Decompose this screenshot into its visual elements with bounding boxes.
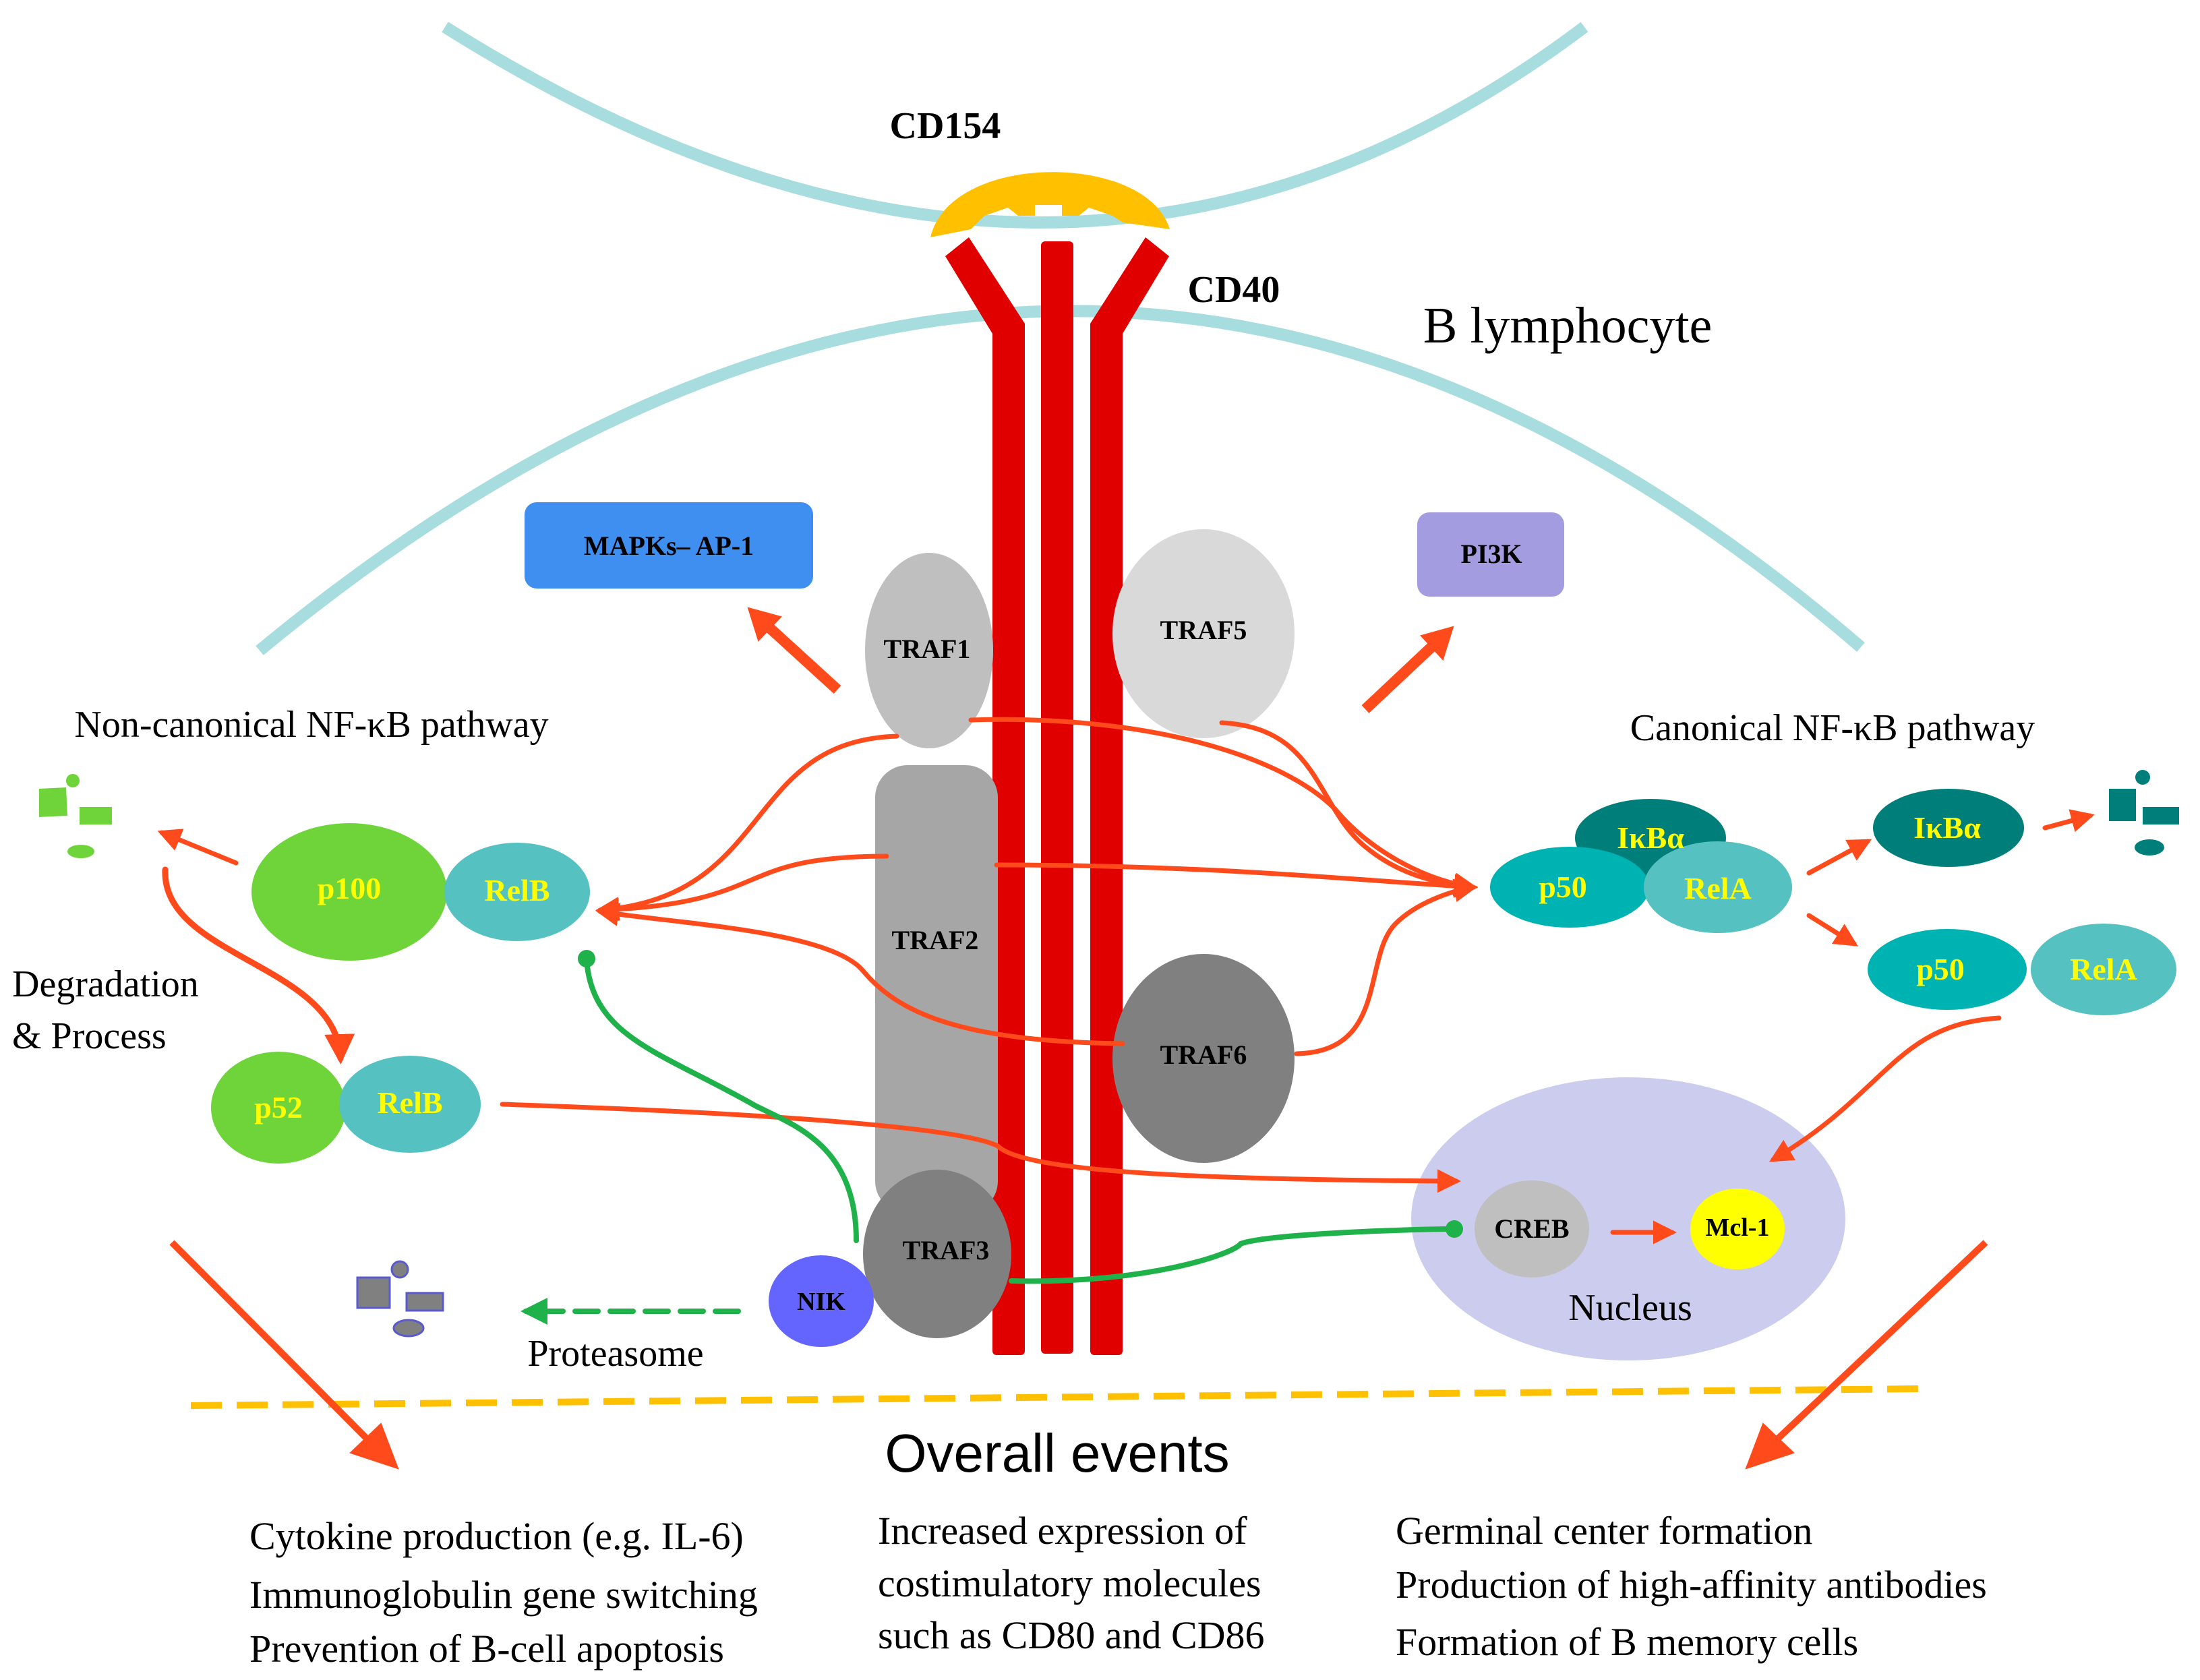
arrow-canonical-to-ikba <box>1806 839 1872 876</box>
proteasome-fragment-icon <box>356 1260 444 1338</box>
proteasome-label: Proteasome <box>527 1333 703 1375</box>
nik-label: NIK <box>797 1288 845 1316</box>
degradation-line-1: Degradation <box>12 963 199 1005</box>
traf1-label: TRAF1 <box>884 634 971 664</box>
arrow-p100-to-fragment <box>157 829 239 866</box>
nik-shape <box>769 1255 874 1347</box>
ikba-label-2: IκBα <box>1913 810 1981 845</box>
events-left: Cytokine production (e.g. IL-6) Immunogl… <box>249 1514 758 1671</box>
p50-shape-1 <box>1490 847 1649 928</box>
event-germinal-center: Germinal center formation <box>1396 1509 1812 1553</box>
rela-label-1: RelA <box>1684 871 1752 905</box>
traf5-shape <box>1112 529 1295 738</box>
inhibit-traf3-to-relb <box>584 958 859 1243</box>
arrow-traf2-to-canonical <box>994 862 1478 898</box>
creb-label: CREB <box>1494 1213 1569 1244</box>
t-cell-membrane <box>442 22 1588 229</box>
event-costimulatory: costimulatory molecules <box>878 1561 1261 1605</box>
cd154-label: CD154 <box>890 105 1001 147</box>
arrow-p100-to-p52 <box>162 866 355 1064</box>
traf6-shape <box>1112 954 1295 1163</box>
traf3-label: TRAF3 <box>903 1235 990 1265</box>
rela-shape-2 <box>2031 924 2176 1015</box>
rela-label-2: RelA <box>2070 952 2137 986</box>
canonical-label: Canonical NF-κB pathway <box>1630 707 2035 749</box>
event-high-affinity: Production of high-affinity antibodies <box>1396 1563 1987 1607</box>
event-cd80-cd86: such as CD80 and CD86 <box>878 1613 1265 1657</box>
traf6-label: TRAF6 <box>1160 1040 1247 1070</box>
cd154-shape <box>930 172 1170 237</box>
traf2-label: TRAF2 <box>892 925 979 955</box>
arrow-p50rela-to-nucleus <box>1768 1015 2002 1162</box>
b-lymphocyte-label: B lymphocyte <box>1423 297 1713 354</box>
event-apoptosis: Prevention of B-cell apoptosis <box>249 1627 724 1671</box>
pi3k-label: PI3K <box>1460 539 1522 569</box>
cd40-label: CD40 <box>1188 269 1280 311</box>
arrow-traf6-to-relb <box>595 903 1125 1046</box>
mapks-box <box>525 502 813 589</box>
degraded-fragment-icon-right <box>2109 770 2179 856</box>
p100-label: p100 <box>318 871 382 905</box>
ikba-shape-2 <box>1873 789 2024 867</box>
arrow-to-left-events <box>169 1240 380 1452</box>
inhibit-traf3-to-creb <box>1009 1226 1456 1284</box>
arrow-to-right-events <box>1764 1240 1988 1452</box>
inhibit-dot-relb <box>578 950 595 967</box>
overall-divider <box>190 1385 1922 1409</box>
relb-shape-1 <box>444 843 590 941</box>
traf2-shape <box>875 765 998 1213</box>
p50-label-1: p50 <box>1539 870 1587 904</box>
p52-shape <box>211 1052 346 1164</box>
traf5-label: TRAF5 <box>1160 615 1247 645</box>
traf1-shape <box>865 553 993 748</box>
arrow-traf5-to-canonical <box>1219 720 1478 897</box>
arrow-head-right-events <box>1745 1422 1795 1470</box>
p50-shape-2 <box>1868 929 2027 1010</box>
nucleus-shape <box>1411 1077 1845 1360</box>
arrow-head-left-events <box>349 1422 399 1470</box>
degradation-label: Degradation & Process <box>12 963 208 1057</box>
nucleus-label: Nucleus <box>1568 1287 1692 1329</box>
mapks-label: MAPKs– AP-1 <box>584 531 754 561</box>
p50-label-2: p50 <box>1916 952 1965 986</box>
arrow-head-pi3k <box>1420 626 1454 661</box>
ikba-label-1: IκBα <box>1617 820 1684 855</box>
relb-label-2: RelB <box>377 1085 442 1120</box>
inhibit-dot-creb <box>1446 1220 1463 1238</box>
arrow-traf5-to-pi3k <box>1361 642 1437 713</box>
degradation-line-2: & Process <box>12 1015 167 1057</box>
event-cytokine: Cytokine production (e.g. IL-6) <box>249 1514 744 1558</box>
creb-shape <box>1475 1180 1589 1278</box>
events-middle: Increased expression of costimulatory mo… <box>878 1509 1265 1657</box>
mcl1-label: Mcl-1 <box>1706 1213 1770 1242</box>
relb-shape-2 <box>339 1056 481 1153</box>
arrow-traf6-to-canonical <box>1294 878 1478 1056</box>
arrow-head-mapks <box>747 607 782 642</box>
arrow-traf2-to-relb <box>595 853 889 922</box>
rela-shape-1 <box>1644 841 1792 933</box>
p100-shape <box>251 823 447 961</box>
non-canonical-label: Non-canonical NF-κB pathway <box>74 704 548 746</box>
arrow-traf1-to-mapks <box>765 623 841 694</box>
mcl1-shape <box>1690 1189 1785 1269</box>
arrow-p52relb-to-nucleus <box>500 1102 1461 1193</box>
arrow-traf1-to-relb <box>595 733 899 921</box>
arrow-traf1-to-canonical <box>968 717 1478 897</box>
traf3-shape <box>863 1170 1011 1338</box>
arrow-ikba-to-fragment <box>2042 809 2095 833</box>
cd40-receptor <box>945 237 1169 1355</box>
events-right: Germinal center formation Production of … <box>1396 1509 1987 1664</box>
event-memory-cells: Formation of B memory cells <box>1396 1620 1858 1664</box>
degraded-fragment-icon-left <box>39 774 112 858</box>
event-ig-switching: Immunoglobulin gene switching <box>249 1573 758 1617</box>
overall-events-title: Overall events <box>885 1423 1229 1483</box>
arrow-canonical-to-p50rela <box>1806 913 1858 947</box>
event-increased-expression: Increased expression of <box>878 1509 1247 1553</box>
relb-label-1: RelB <box>484 873 549 907</box>
pi3k-box <box>1417 512 1564 597</box>
p52-label: p52 <box>254 1090 303 1124</box>
